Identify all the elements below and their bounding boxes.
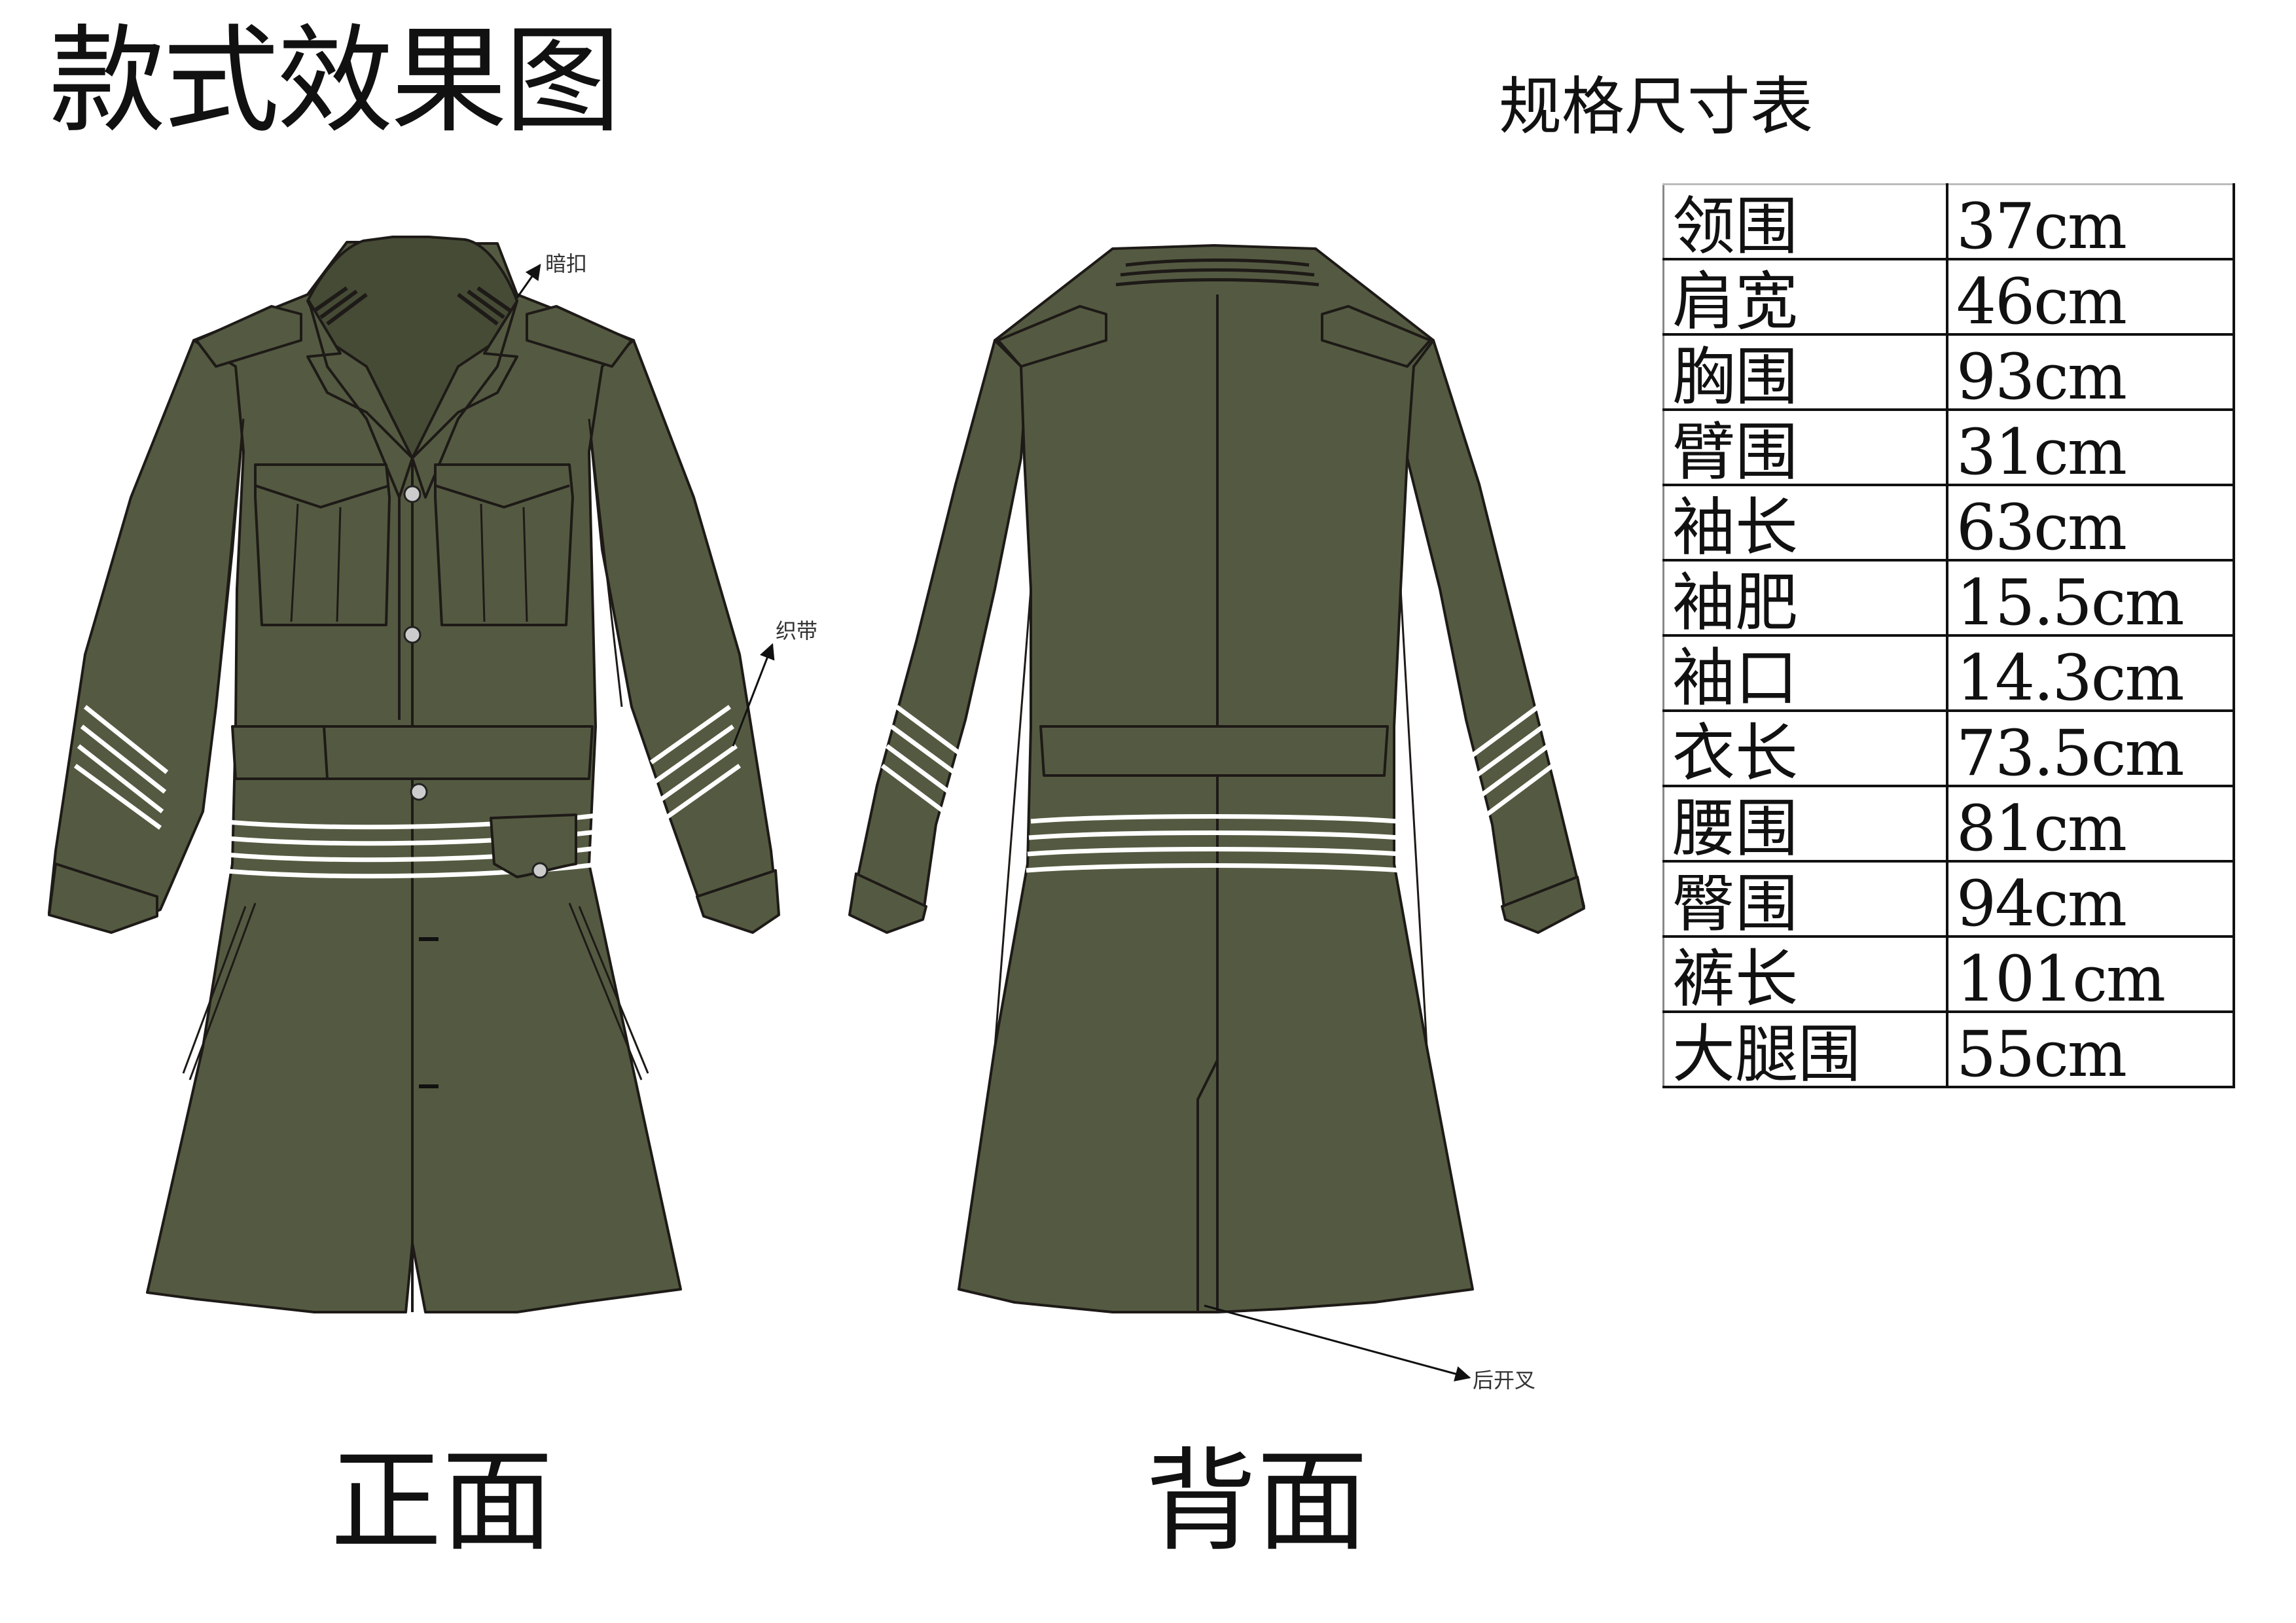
spec-name: 胸围 <box>1662 334 1948 411</box>
back-left-cuff <box>848 872 927 934</box>
front-right-chest-pocket <box>434 463 574 626</box>
back-left-sleeve <box>850 339 1029 931</box>
front-right-epaulet <box>526 305 633 368</box>
front-right-cuff <box>696 869 780 934</box>
spec-table-title: 规格尺寸表 <box>1499 70 1813 143</box>
spec-value: 14.3cm <box>1947 635 2235 712</box>
front-right-lapel <box>411 300 518 499</box>
spec-value: 37cm <box>1947 183 2235 260</box>
front-view-label: 正面 <box>331 1437 554 1567</box>
page-title: 款式效果图 <box>49 13 621 149</box>
spec-name: 腰围 <box>1662 786 1948 863</box>
spec-name: 裤长 <box>1662 936 1948 1013</box>
front-belt <box>231 725 594 780</box>
callout-hidden-buttons: 暗扣 <box>545 251 588 276</box>
front-right-sleeve-webbing <box>649 705 742 823</box>
spec-value: 101cm <box>1947 936 2235 1013</box>
front-view-coat <box>48 236 780 1313</box>
front-left-epaulet <box>195 305 302 368</box>
spec-value: 94cm <box>1947 861 2235 938</box>
front-buttons <box>403 485 548 879</box>
back-right-sleeve-webbing <box>1461 705 1554 823</box>
spec-value: 15.5cm <box>1947 560 2235 637</box>
spec-name: 袖口 <box>1662 635 1948 712</box>
front-left-sleeve-webbing <box>73 705 169 830</box>
spec-value: 46cm <box>1947 259 2235 336</box>
spec-name: 臀围 <box>1662 861 1948 938</box>
back-view-label: 背面 <box>1145 1437 1369 1567</box>
callout-webbing: 织带 <box>776 618 818 643</box>
spec-value: 63cm <box>1947 485 2235 562</box>
back-right-sleeve <box>1399 339 1585 931</box>
spec-value: 55cm <box>1947 1012 2235 1088</box>
spec-name: 领围 <box>1662 183 1948 260</box>
spec-name: 衣长 <box>1662 711 1948 787</box>
callout-back-vent: 后开叉 <box>1473 1368 1536 1393</box>
spec-name: 袖长 <box>1662 485 1948 562</box>
spec-value: 81cm <box>1947 786 2235 863</box>
spec-name: 袖肥 <box>1662 560 1948 637</box>
back-left-sleeve-webbing <box>880 705 974 823</box>
front-left-lapel <box>306 300 414 499</box>
spec-name: 臂围 <box>1662 410 1948 486</box>
back-right-cuff <box>1501 876 1585 934</box>
back-waist-webbing <box>1026 814 1403 873</box>
back-view-coat <box>848 244 1585 1313</box>
back-belt <box>1039 725 1389 777</box>
back-body <box>958 244 1474 1313</box>
spec-value: 73.5cm <box>1947 711 2235 787</box>
spec-value: 93cm <box>1947 334 2235 411</box>
front-left-sleeve <box>48 339 245 931</box>
spec-name: 大腿围 <box>1662 1012 1948 1088</box>
front-left-cuff <box>48 863 158 934</box>
front-right-sleeve <box>588 339 779 931</box>
spec-value: 31cm <box>1947 410 2235 486</box>
front-left-chest-pocket <box>254 463 391 626</box>
spec-name: 肩宽 <box>1662 259 1948 336</box>
